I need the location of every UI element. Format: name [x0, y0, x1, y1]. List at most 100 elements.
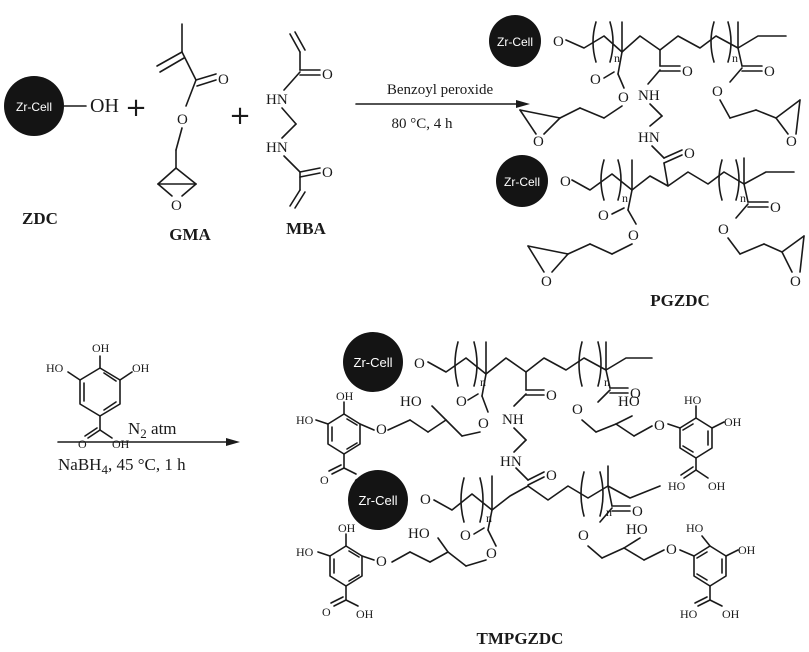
svg-text:O: O [682, 64, 693, 80]
label-pgzdc: PGZDC [650, 291, 710, 310]
svg-text:O: O [630, 386, 641, 402]
zr-cell-bead-pgzdc-lower [496, 155, 548, 207]
zr-cell-bead-tmpgzdc-upper [343, 332, 403, 392]
hydroxyl-label-zdc: OH [90, 95, 119, 117]
label-mba: MBA [286, 219, 326, 238]
label-gma: GMA [169, 225, 211, 244]
svg-text:HN: HN [638, 130, 660, 146]
svg-text:O: O [322, 165, 333, 181]
svg-text:n: n [480, 375, 486, 389]
svg-text:O: O [376, 422, 387, 438]
svg-text:HN: HN [500, 454, 522, 470]
svg-text:O: O [420, 492, 431, 508]
svg-text:O: O [790, 274, 801, 290]
svg-text:O: O [598, 208, 609, 224]
svg-text:O: O [218, 72, 229, 88]
svg-text:n: n [614, 51, 620, 65]
svg-text:Zr-Cell: Zr-Cell [359, 493, 398, 508]
svg-text:O: O [572, 402, 583, 418]
svg-text:OH: OH [92, 341, 110, 355]
svg-text:n: n [732, 51, 738, 65]
svg-text:O: O [320, 473, 329, 487]
reagent-benzoyl-peroxide: Benzoyl peroxide [387, 82, 494, 98]
gma-structure: O O O GMA [156, 23, 229, 244]
svg-text:OH: OH [132, 361, 150, 375]
svg-text:O: O [546, 468, 557, 484]
svg-text:O: O [712, 84, 723, 100]
svg-text:HO: HO [618, 394, 640, 410]
zr-cell-bead-pgzdc-upper [489, 15, 541, 67]
svg-text:HO: HO [684, 393, 702, 407]
svg-text:HN: HN [266, 92, 288, 108]
svg-text:NH: NH [638, 88, 660, 104]
svg-text:OH: OH [738, 543, 756, 557]
svg-text:n: n [486, 511, 492, 525]
svg-text:O: O [553, 34, 564, 50]
svg-text:O: O [770, 200, 781, 216]
svg-text:O: O [78, 437, 87, 451]
reaction-arrow-1: Benzoyl peroxide 80 °C, 4 h [355, 82, 530, 132]
svg-text:O: O [177, 112, 188, 128]
condition-1: 80 °C, 4 h [391, 116, 453, 132]
mba-structure: O HN HN O MBA [266, 31, 333, 238]
condition-atmosphere: N2 atm [128, 419, 177, 441]
svg-text:n: n [622, 191, 628, 205]
svg-text:Zr-Cell: Zr-Cell [497, 35, 533, 49]
tmpgzdc-structure: Zr-Cell O n n O O HO O OH HO O [296, 332, 756, 648]
svg-text:OH: OH [722, 607, 740, 621]
svg-text:O: O [632, 504, 643, 520]
svg-text:O: O [376, 554, 387, 570]
svg-text:O: O [578, 528, 589, 544]
svg-text:OH: OH [724, 415, 742, 429]
svg-text:n: n [740, 191, 746, 205]
zr-cell-label-zdc: Zr-Cell [16, 100, 52, 114]
svg-text:HO: HO [668, 479, 686, 493]
svg-text:HO: HO [626, 522, 648, 538]
svg-text:O: O [666, 542, 677, 558]
svg-text:HO: HO [46, 361, 64, 375]
condition-2: NaBH4, 45 °C, 1 h [58, 455, 186, 477]
svg-text:Zr-Cell: Zr-Cell [504, 175, 540, 189]
svg-text:O: O [456, 394, 467, 410]
svg-text:O: O [786, 134, 797, 150]
svg-text:HO: HO [296, 545, 314, 559]
svg-text:n: n [604, 375, 610, 389]
svg-text:O: O [590, 72, 601, 88]
svg-text:OH: OH [338, 521, 356, 535]
svg-text:O: O [322, 67, 333, 83]
svg-text:O: O [533, 134, 544, 150]
svg-text:O: O [478, 416, 489, 432]
svg-text:NH: NH [502, 412, 524, 428]
svg-text:O: O [541, 274, 552, 290]
svg-text:HO: HO [680, 607, 698, 621]
svg-text:O: O [560, 174, 571, 190]
zdc-structure: Zr-Cell OH ZDC [4, 76, 119, 228]
svg-text:HO: HO [296, 413, 314, 427]
svg-text:HO: HO [408, 526, 430, 542]
svg-text:HO: HO [686, 521, 704, 535]
svg-text:O: O [414, 356, 425, 372]
svg-text:O: O [486, 546, 497, 562]
pgzdc-structure: Zr-Cell O n n O O O O NH HN O [489, 15, 805, 310]
label-tmpgzdc: TMPGZDC [477, 629, 564, 648]
svg-text:O: O [171, 198, 182, 214]
plus-sign-2: + [229, 101, 251, 131]
svg-text:OH: OH [336, 389, 354, 403]
label-zdc: ZDC [22, 209, 58, 228]
zr-cell-bead-tmpgzdc-lower [348, 470, 408, 530]
svg-text:HN: HN [266, 140, 288, 156]
svg-text:O: O [618, 90, 629, 106]
svg-text:O: O [654, 418, 665, 434]
svg-text:O: O [718, 222, 729, 238]
zr-cell-bead-zdc [4, 76, 64, 136]
plus-sign-1: + [125, 93, 147, 123]
reaction-arrow-2: N2 atm NaBH4, 45 °C, 1 h [57, 419, 240, 477]
svg-text:Zr-Cell: Zr-Cell [354, 355, 393, 370]
svg-text:OH: OH [112, 437, 130, 451]
svg-text:O: O [764, 64, 775, 80]
svg-text:O: O [628, 228, 639, 244]
svg-text:O: O [460, 528, 471, 544]
gallic-acid-reagent: OH HO OH O OH [46, 341, 150, 451]
svg-text:O: O [546, 388, 557, 404]
